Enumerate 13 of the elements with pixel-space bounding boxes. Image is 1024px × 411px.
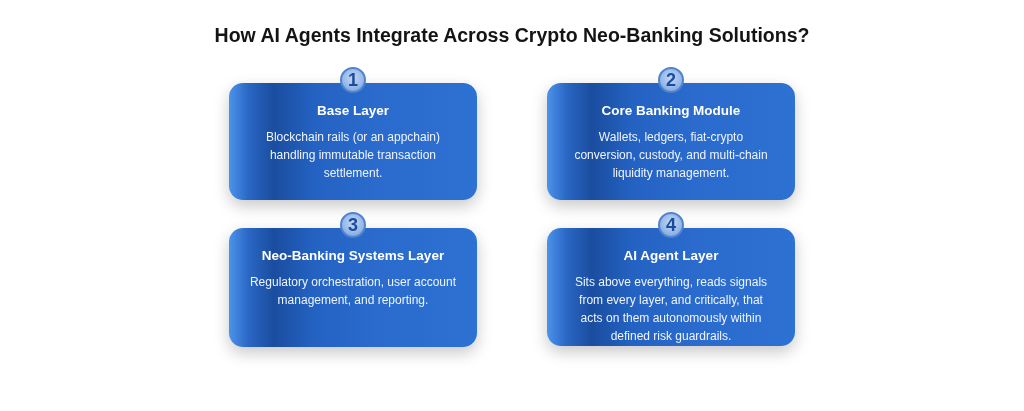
title: How AI Agents Integrate Across Crypto Neo-Banking Solutions? [214, 23, 810, 48]
number-badge: 1 [340, 67, 366, 93]
card-description: Sits above everything, reads signals from every layer, and critically, that acts on them autonomously within defined risk guardrails. [573, 274, 769, 345]
card-heading: AI Agent Layer [623, 247, 719, 265]
number-badge: 4 [658, 212, 684, 238]
card-description: Blockchain rails (or an appchain) handling immutable transaction settlement. [264, 129, 442, 182]
number-badge: 3 [340, 212, 366, 238]
card-description: Wallets, ledgers, fiat-crypto conversion, custody, and multi-chain liquidity management. [573, 129, 769, 182]
number-badge: 2 [658, 67, 684, 93]
card-heading: Neo-Banking Systems Layer [261, 247, 445, 265]
card-heading: Core Banking Module [601, 102, 741, 120]
card-heading: Base Layer [316, 102, 390, 120]
card-description: Regulatory orchestration, user account management, and reporting. [249, 274, 457, 309]
